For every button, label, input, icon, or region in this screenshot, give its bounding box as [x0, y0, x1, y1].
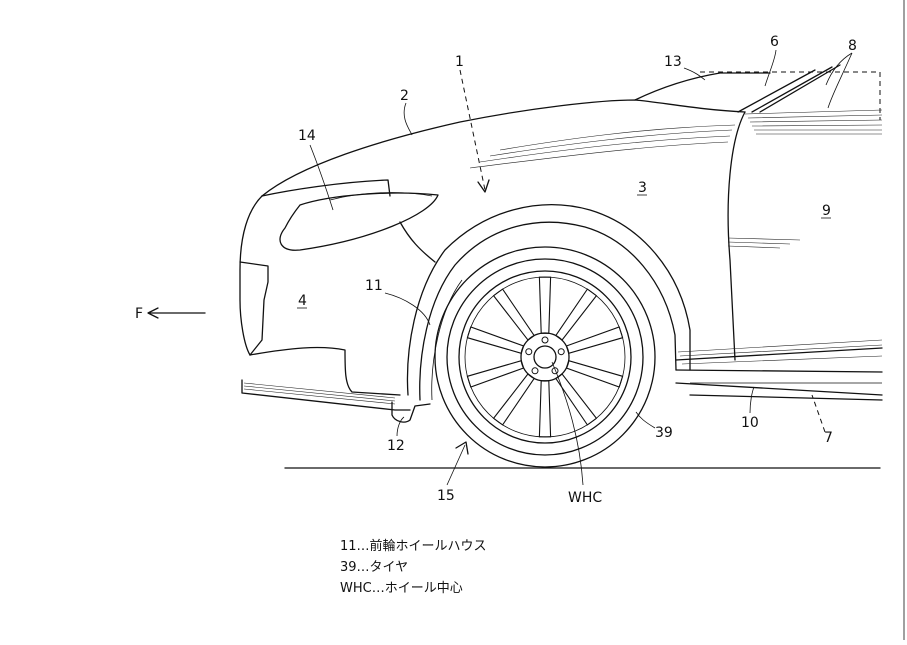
wheel-spoke	[565, 360, 624, 388]
fender-highlight	[469, 124, 736, 169]
leader-11	[384, 292, 431, 326]
ref-11: 11	[365, 278, 383, 294]
ref-39: 39	[655, 425, 673, 441]
wheel-spoke	[466, 326, 525, 354]
lug-nut	[557, 348, 565, 356]
headlamp-bezel	[261, 179, 391, 197]
wheel-hub	[520, 332, 570, 382]
wheel-spokes	[466, 276, 624, 438]
bumper-side-contour	[399, 221, 436, 263]
leader-15	[446, 444, 466, 486]
tire-outer	[434, 246, 656, 468]
bumper-lower-intake	[249, 346, 401, 396]
door-highlight	[727, 237, 801, 249]
leader-2	[403, 102, 413, 136]
center-cap	[533, 345, 557, 369]
leader-7	[811, 394, 826, 433]
legend-line-1: 11…前輪ホイールハウス	[340, 539, 487, 554]
a-pillar	[737, 64, 841, 113]
leader-10	[749, 386, 755, 414]
grille-opening	[239, 261, 269, 356]
lug-nut	[541, 336, 549, 344]
windshield-outline	[700, 71, 881, 120]
lug-nuts	[525, 336, 565, 375]
fender-arch-inner	[419, 221, 677, 401]
leader-13	[683, 67, 706, 81]
legend-line-3: WHC…ホイール中心	[340, 581, 463, 596]
ref-whc: WHC	[568, 490, 602, 506]
splitter-lines	[243, 382, 396, 405]
ref-6: 6	[770, 34, 779, 50]
wheel-spoke	[492, 288, 535, 341]
hood-outline	[261, 99, 746, 197]
leader-39	[635, 411, 656, 429]
wheel-spoke	[466, 360, 525, 388]
ref-14: 14	[298, 128, 316, 144]
ref-front: F	[135, 306, 143, 322]
air-deflector	[391, 401, 431, 423]
front-splitter	[241, 379, 411, 411]
wheel-rim-lip	[464, 276, 626, 438]
ref-2: 2	[400, 88, 409, 104]
wheel-spoke	[538, 380, 552, 438]
ref-15: 15	[437, 488, 455, 504]
cowl-line	[634, 72, 771, 101]
leader-14	[309, 144, 334, 211]
ref-12: 12	[387, 438, 405, 454]
ref-9: 9	[822, 203, 831, 219]
side-sill	[675, 347, 883, 401]
wheel-rim	[458, 270, 632, 444]
ref-13: 13	[664, 54, 682, 70]
wheel-spoke	[555, 288, 598, 341]
ref-8: 8	[848, 38, 857, 54]
lug-nut	[531, 367, 539, 375]
ref-3: 3	[638, 180, 647, 196]
leader-12	[396, 416, 405, 437]
wheel-house-liner	[431, 279, 463, 401]
legend-line-2: 39…タイヤ	[340, 560, 409, 575]
ref-1: 1	[455, 54, 464, 70]
ref-10: 10	[741, 415, 759, 431]
wheel-spoke	[555, 373, 598, 426]
leader-8a	[825, 52, 853, 86]
wheel-spoke	[538, 276, 552, 334]
wheel-spoke	[565, 326, 624, 354]
front-arrow-head	[147, 307, 159, 319]
tire-inner	[446, 258, 644, 456]
lug-nut	[551, 367, 559, 375]
headlamp-inner	[329, 192, 433, 201]
headlamp	[279, 192, 439, 251]
door-front-edge	[727, 111, 746, 361]
leader-1-arrow	[477, 179, 490, 193]
lug-nut	[525, 348, 533, 356]
side-highlight	[744, 109, 883, 135]
leader-1	[459, 69, 486, 191]
leader-8b	[827, 52, 853, 109]
leader-whc	[551, 361, 584, 486]
ref-4: 4	[298, 293, 307, 309]
sill-highlight	[677, 339, 883, 365]
ref-7: 7	[824, 430, 833, 446]
leader-15-arrow	[455, 441, 469, 455]
leader-6	[764, 49, 777, 87]
front-bumper-outline	[239, 195, 263, 356]
fender-arch-outer	[406, 204, 691, 396]
wheel-spoke	[492, 373, 535, 426]
